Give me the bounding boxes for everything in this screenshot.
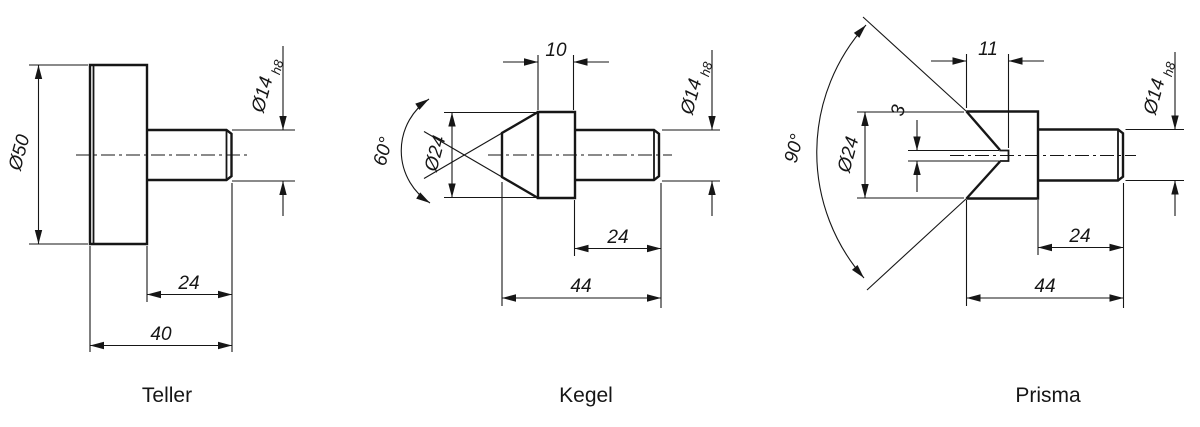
kegel-length-44-label: 44	[570, 276, 591, 297]
prisma-dim-length-44: 44	[965, 200, 1124, 306]
prisma-length-24-label: 24	[1068, 226, 1090, 247]
teller-title: Teller	[142, 384, 192, 407]
teller-dim-length-40: 40	[89, 246, 232, 352]
kegel-dim-diameter-14: Ø14 h8	[662, 50, 720, 216]
prisma-vee-construction-lines	[862, 16, 967, 291]
teller-length-40-label: 40	[150, 324, 172, 345]
prisma-angle-90-label: 90°	[781, 132, 809, 166]
prisma-dim-diameter-14: Ø14 h8	[1125, 52, 1184, 216]
kegel-dim-length-44: 44	[501, 182, 661, 306]
kegel-dim-length-10: 10	[503, 40, 609, 110]
prisma-view: 90° 11 Ø24 3	[781, 16, 1184, 407]
kegel-length-10-label: 10	[545, 40, 567, 61]
prisma-length-44-label: 44	[1034, 276, 1055, 297]
prisma-slot-3-label: 3	[887, 102, 910, 118]
kegel-dim-angle-60: 60°	[370, 98, 431, 204]
prisma-dim-length-24: 24	[1037, 183, 1125, 308]
teller-diameter-14-label: Ø14	[248, 75, 278, 116]
prisma-dim-slot-3: 3	[887, 102, 999, 192]
teller-dim-diameter-50: Ø50	[5, 64, 88, 245]
teller-dim-length-24: 24	[146, 183, 233, 352]
kegel-view: 10 60° Ø24 Ø14 h8	[370, 40, 720, 407]
prisma-title: Prisma	[1015, 384, 1081, 407]
teller-tolerance-label: h8	[268, 58, 286, 77]
kegel-diameter-24-label: Ø24	[421, 134, 451, 175]
kegel-length-24-label: 24	[606, 227, 628, 248]
prisma-length-11-label: 11	[978, 39, 998, 60]
kegel-dim-length-24: 24	[573, 183, 662, 308]
teller-dim-diameter-14: Ø14 h8	[232, 46, 295, 216]
prisma-dim-length-11: 11	[931, 39, 1044, 148]
prisma-dim-diameter-24: Ø24	[834, 111, 964, 199]
kegel-diameter-14-label: Ø14	[677, 77, 707, 118]
teller-diameter-50-label: Ø50	[5, 132, 35, 174]
kegel-angle-60-label: 60°	[370, 135, 398, 169]
kegel-tolerance-label: h8	[697, 60, 715, 79]
teller-view: Ø50 Ø14 h8 24 40 Teller	[5, 46, 295, 407]
prisma-tolerance-label: h8	[1160, 60, 1178, 79]
kegel-cone-construction-lines	[423, 131, 503, 179]
prisma-diameter-14-label: Ø14	[1140, 77, 1170, 118]
prisma-diameter-24-label: Ø24	[834, 135, 864, 176]
teller-length-24-label: 24	[177, 273, 199, 294]
kegel-title: Kegel	[559, 384, 613, 407]
